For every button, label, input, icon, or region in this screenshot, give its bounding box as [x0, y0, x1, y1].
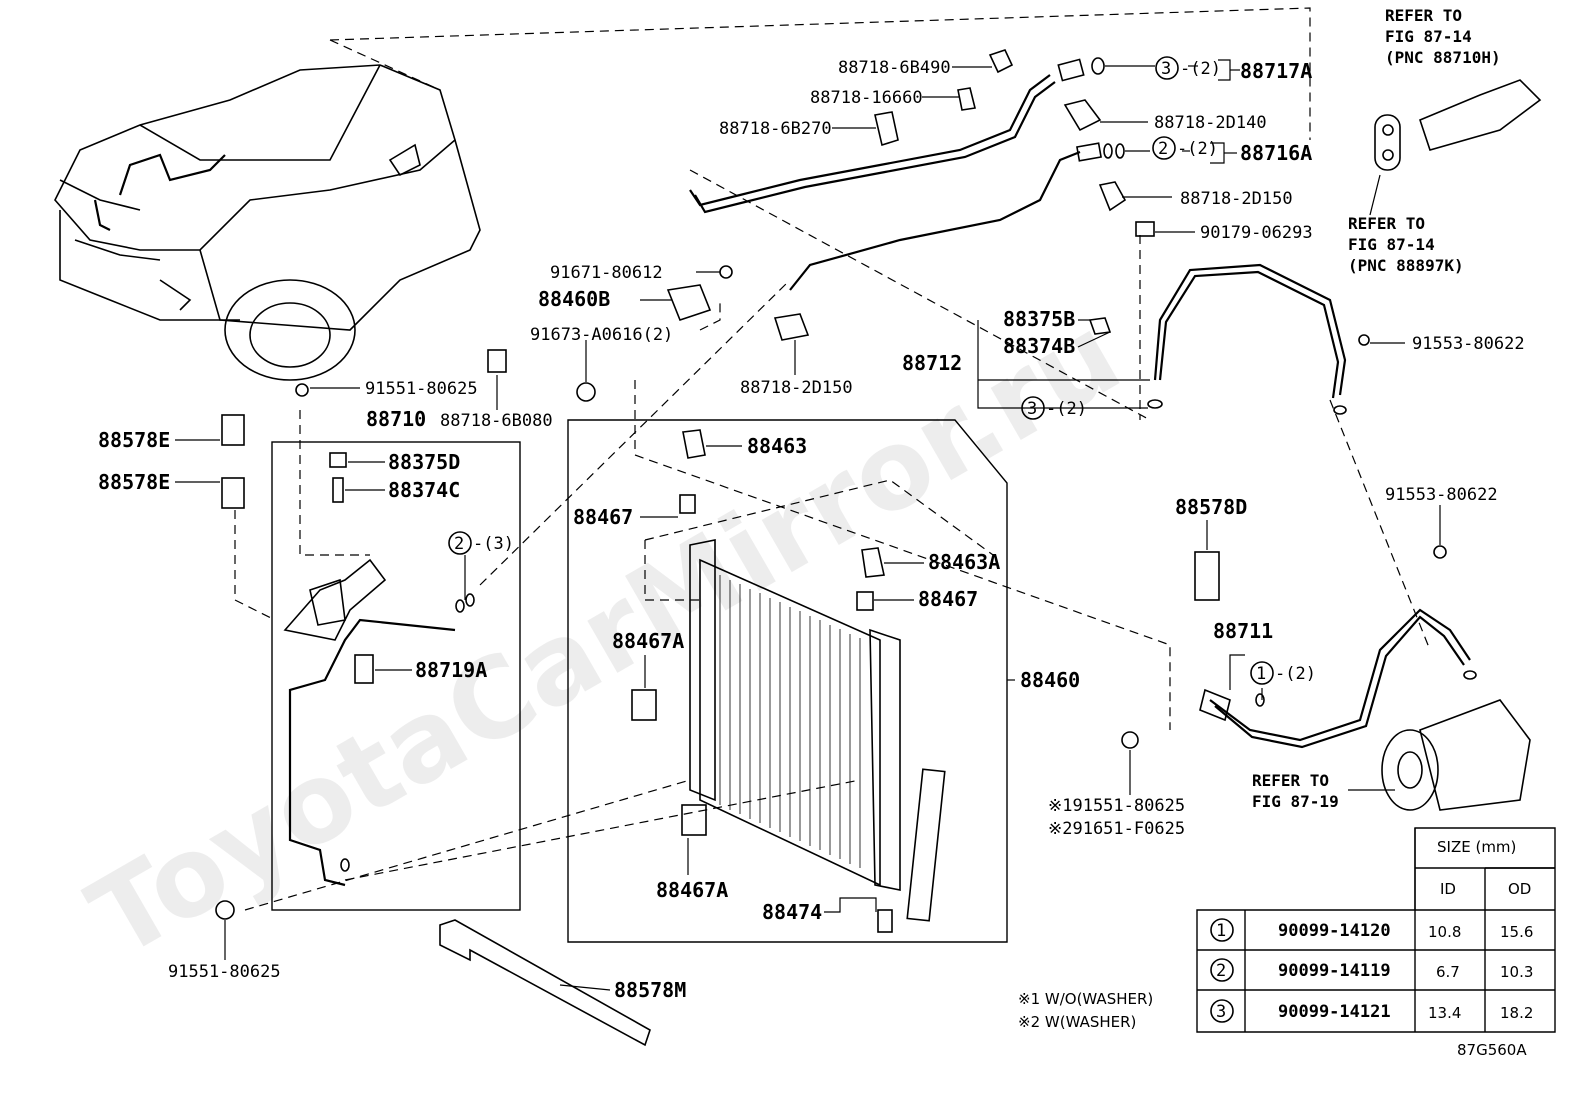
label-91553-80622-right: 91553-80622: [1385, 485, 1498, 505]
size-table: SIZE (mm) ID OD 1 90099-14120 10.8 15.6 …: [1196, 827, 1556, 1033]
size-row-part: 90099-14121: [1278, 1002, 1391, 1022]
size-row-num: 1: [1216, 921, 1226, 941]
label-88467-upper: 88467: [573, 505, 633, 529]
label-88463: 88463: [747, 434, 807, 458]
oring-callout-number: 3: [1027, 399, 1037, 419]
size-row-od: 18.2: [1500, 1004, 1533, 1022]
label-88719A: 88719A: [415, 658, 487, 682]
ref2-line1: REFER TO: [1348, 214, 1425, 233]
condenser: [689, 539, 946, 922]
reference-notes: REFER TO FIG 87-14 (PNC 88710H) REFER TO…: [1252, 6, 1501, 811]
ref1-line2: FIG 87-14: [1385, 27, 1472, 46]
footnote-2: ※2 W(WASHER): [1018, 1013, 1136, 1031]
label-90179-06293: 90179-06293: [1200, 223, 1313, 243]
bumper-bar: [439, 919, 651, 1047]
size-row-part: 90099-14119: [1278, 961, 1391, 981]
label-88578E-upper: 88578E: [98, 428, 170, 452]
label-91671-80612: 91671-80612: [550, 263, 663, 283]
label-88711: 88711: [1213, 619, 1273, 643]
size-table-col-id: ID: [1440, 880, 1456, 898]
label-91553-80622-top: 91553-80622: [1412, 334, 1525, 354]
label-291651-F0625: ※291651-F0625: [1048, 819, 1185, 839]
label-88718-2D150-mid: 88718-2D150: [740, 378, 853, 398]
ref2-line2: FIG 87-14: [1348, 235, 1435, 254]
group-box-88460: [567, 419, 1008, 943]
label-88712: 88712: [902, 351, 962, 375]
label-88467A-upper: 88467A: [612, 629, 684, 653]
label-91551-80625-bottom: 91551-80625: [168, 962, 281, 982]
ref1-line1: REFER TO: [1385, 6, 1462, 25]
label-88463A: 88463A: [928, 550, 1000, 574]
size-row-od: 15.6: [1500, 923, 1533, 941]
leader-lines: [175, 59, 1441, 991]
label-88718-6B080: 88718-6B080: [440, 411, 553, 431]
label-88718-2D140: 88718-2D140: [1154, 113, 1267, 133]
size-row-od: 10.3: [1500, 963, 1533, 981]
size-row-id: 6.7: [1436, 963, 1460, 981]
oring-callout-number: 2: [1158, 139, 1168, 159]
label-88467-lower: 88467: [918, 587, 978, 611]
size-row-num: 2: [1216, 961, 1226, 981]
label-88718-16660: 88718-16660: [810, 88, 923, 108]
oring-callouts: 3 -(2) 2 -(2) 3 -(2) 2 -(3) 1 -(2): [448, 56, 1316, 685]
size-row-num: 3: [1216, 1002, 1226, 1022]
oring-callout-number: 1: [1256, 664, 1266, 684]
label-88467A-lower: 88467A: [656, 878, 728, 902]
oring-callout-qty: -(3): [473, 534, 514, 554]
label-88375B: 88375B: [1003, 307, 1075, 331]
label-88710: 88710: [366, 407, 426, 431]
size-table-col-od: OD: [1508, 880, 1531, 898]
ref1-line3: (PNC 88710H): [1385, 48, 1501, 67]
label-91551-80625-top: 91551-80625: [365, 379, 478, 399]
ref3-line1: REFER TO: [1252, 771, 1329, 790]
size-table-title: SIZE (mm): [1437, 838, 1516, 856]
oring-callout-number: 3: [1161, 59, 1171, 79]
fittings: [340, 57, 1477, 872]
size-row-part: 90099-14120: [1278, 921, 1391, 941]
refrigerant-lines: [283, 74, 1471, 887]
watermark: ToyotaCarMirror.ru: [69, 290, 1141, 983]
oring-callout-qty: -(2): [1180, 59, 1221, 79]
label-88578E-lower: 88578E: [98, 470, 170, 494]
label-191551-80625: ※191551-80625: [1048, 796, 1185, 816]
compressor: [1381, 699, 1531, 811]
label-88718-6B270: 88718-6B270: [719, 119, 832, 139]
figure-code: 87G560A: [1457, 1041, 1527, 1059]
oring-callout-qty: -(2): [1177, 139, 1218, 159]
size-row-id: 10.8: [1428, 923, 1461, 941]
label-88374C: 88374C: [388, 478, 460, 502]
ref2-line3: (PNC 88897K): [1348, 256, 1464, 275]
label-88578M: 88578M: [614, 978, 686, 1002]
size-row-id: 13.4: [1428, 1004, 1461, 1022]
label-88474: 88474: [762, 900, 822, 924]
group-box-88710: [271, 441, 521, 911]
label-91673-A0616: 91673-A0616(2): [530, 325, 673, 345]
ref3-line2: FIG 87-19: [1252, 792, 1339, 811]
label-88374B: 88374B: [1003, 334, 1075, 358]
label-88578D: 88578D: [1175, 495, 1247, 519]
guide-lines: [234, 7, 1431, 911]
label-88717A: 88717A: [1240, 59, 1312, 83]
label-88718-6B490: 88718-6B490: [838, 58, 951, 78]
oring-callout-number: 2: [454, 534, 464, 554]
label-88716A: 88716A: [1240, 141, 1312, 165]
vehicle-illustration: [54, 64, 481, 381]
label-88460: 88460: [1020, 668, 1080, 692]
label-88375D: 88375D: [388, 450, 460, 474]
label-88460B: 88460B: [538, 287, 610, 311]
footnote-1: ※1 W/O(WASHER): [1018, 990, 1153, 1008]
part-labels: 88718-6B490 88718-16660 88718-6B270 8871…: [98, 58, 1525, 1002]
oring-callout-qty: -(2): [1275, 664, 1316, 684]
label-88718-2D150-top: 88718-2D150: [1180, 189, 1293, 209]
expansion-valve-piping: [1374, 79, 1542, 171]
oring-callout-qty: -(2): [1046, 399, 1087, 419]
